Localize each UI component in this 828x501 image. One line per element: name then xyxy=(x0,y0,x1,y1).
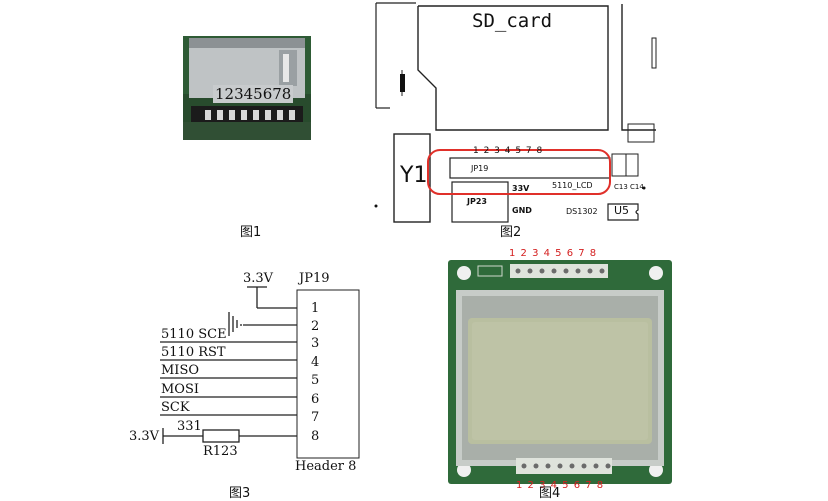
pin-number-2: 2 xyxy=(311,319,320,334)
figure-4-lcd-module-photo: 1 2 3 4 5 6 7 8 1 2 3 4 5 6 7 8 xyxy=(446,246,674,496)
pin-number-5: 5 xyxy=(311,373,320,388)
header-jp19-name: JP19 xyxy=(299,271,330,286)
vcc-label-bottom: 3.3V xyxy=(129,429,160,444)
bottom-pin-numbers: 1 2 3 4 5 6 7 8 xyxy=(516,480,605,491)
pin-number-4: 4 xyxy=(311,355,320,370)
pin-number-7: 7 xyxy=(311,410,320,425)
crystal-y1-label: Y1 xyxy=(400,163,428,188)
signal-mosi: MOSI xyxy=(161,382,200,397)
caption-figure-2: 图2 xyxy=(500,225,522,240)
capacitor-labels: C13 C14 xyxy=(614,183,644,191)
jp23-label: JP23 xyxy=(467,197,487,206)
header-pin-numbers: 1 2 3 4 5 7 8 xyxy=(473,146,544,156)
signal-miso: MISO xyxy=(161,363,200,378)
pcb-layout-drawing xyxy=(374,2,657,223)
top-pin-numbers: 1 2 3 4 5 6 7 8 xyxy=(509,248,598,259)
caption-figure-3: 图3 xyxy=(229,486,251,501)
jp19-label: JP19 xyxy=(471,164,489,173)
resistor-name: R123 xyxy=(203,444,238,459)
pin-number-3: 3 xyxy=(311,336,320,351)
figure-1-sd-socket-photo: 12345678 xyxy=(183,36,311,140)
sd-card-label: SD_card xyxy=(472,10,553,32)
gnd-label: GND xyxy=(512,206,532,215)
schematic-drawing xyxy=(160,286,360,459)
pin-number-6: 6 xyxy=(311,392,320,407)
vcc-label-top: 3.3V xyxy=(243,271,274,286)
header-part-name: Header 8 xyxy=(295,459,357,474)
lcd-5110-label: 5110_LCD xyxy=(552,181,593,190)
pin-number-1: 1 xyxy=(311,301,320,316)
ds1302-label: DS1302 xyxy=(566,207,598,216)
vcc-33v-label: 33V xyxy=(512,184,530,193)
caption-figure-1: 图1 xyxy=(240,225,262,240)
signal-sce: 5110 SCE xyxy=(161,327,227,342)
sd-pin-number-label: 12345678 xyxy=(213,85,294,103)
signal-rst: 5110 RST xyxy=(161,345,226,360)
figure-2-pcb-layout: SD_card Y1 1 2 3 4 5 7 8 JP19 JP23 33V G… xyxy=(374,0,657,240)
resistor-value: 331 xyxy=(177,419,202,434)
u5-label: U5 xyxy=(614,204,630,217)
signal-sck: SCK xyxy=(161,400,190,415)
figure-3-schematic: 3.3V JP19 1 2 3 4 5 6 7 8 5110 SCE 5110 … xyxy=(125,262,365,478)
lcd-module-drawing xyxy=(448,260,672,484)
pin-number-8: 8 xyxy=(311,429,320,444)
caption-figure-4: 图4 xyxy=(539,486,561,501)
